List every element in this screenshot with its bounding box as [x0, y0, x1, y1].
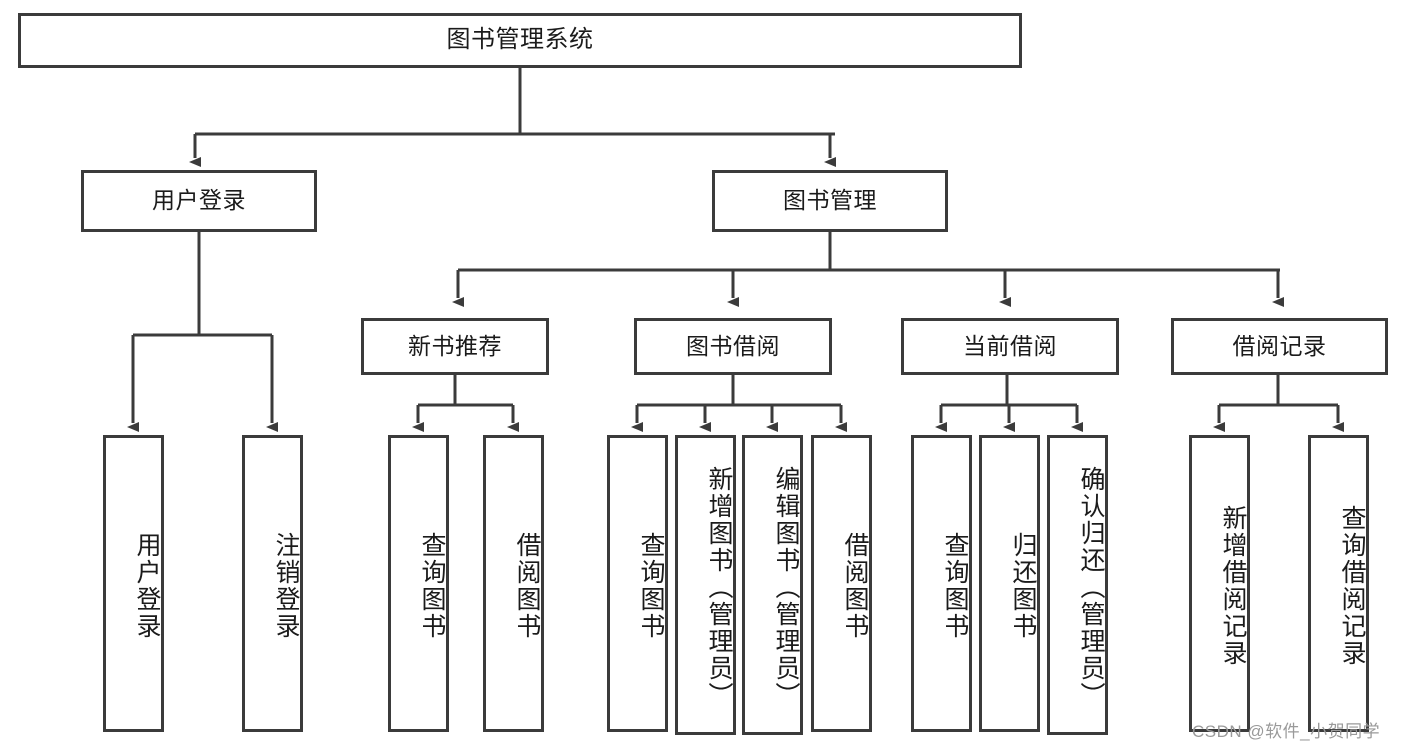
leaf-current-borrow-query[interactable]: 查询图书: [911, 435, 972, 732]
node-root-book-management-system[interactable]: 图书管理系统: [18, 13, 1022, 68]
leaf-book-borrow-add-admin[interactable]: 新增图书（管理员）: [675, 435, 736, 735]
node-user-login[interactable]: 用户登录: [81, 170, 317, 232]
node-label: 新书推荐: [408, 332, 502, 359]
leaf-user-login-logout[interactable]: 注销登录: [242, 435, 303, 732]
leaf-book-borrow-borrow[interactable]: 借阅图书: [811, 435, 872, 732]
leaf-current-borrow-return[interactable]: 归还图书: [979, 435, 1040, 732]
node-label: 图书借阅: [686, 332, 780, 359]
watermark-csdn: CSDN @软件_小贺同学: [1192, 722, 1381, 741]
node-label: 借阅图书: [841, 531, 869, 640]
node-label: 用户登录: [133, 531, 161, 640]
node-label: 编辑图书（管理员）: [772, 465, 800, 709]
node-label: 查询图书: [941, 531, 969, 640]
leaf-book-borrow-query[interactable]: 查询图书: [607, 435, 668, 732]
node-label: 图书管理系统: [446, 26, 594, 54]
leaf-user-login-login[interactable]: 用户登录: [103, 435, 164, 732]
node-label: 查询图书: [418, 531, 446, 640]
leaf-new-book-borrow[interactable]: 借阅图书: [483, 435, 544, 732]
leaf-book-borrow-edit-admin[interactable]: 编辑图书（管理员）: [742, 435, 803, 735]
node-label: 新增借阅记录: [1219, 504, 1247, 667]
node-label: 查询借阅记录: [1338, 504, 1366, 667]
node-current-borrow[interactable]: 当前借阅: [901, 318, 1119, 375]
node-label: 用户登录: [152, 187, 246, 214]
leaf-new-book-query[interactable]: 查询图书: [388, 435, 449, 732]
node-label: 确认归还（管理员）: [1077, 465, 1105, 709]
leaf-borrow-record-query[interactable]: 查询借阅记录: [1308, 435, 1369, 732]
node-label: 注销登录: [272, 531, 300, 640]
node-book-management[interactable]: 图书管理: [712, 170, 948, 232]
leaf-current-borrow-confirm-admin[interactable]: 确认归还（管理员）: [1047, 435, 1108, 735]
node-book-borrow[interactable]: 图书借阅: [634, 318, 832, 375]
node-label: 归还图书: [1009, 531, 1037, 640]
node-borrow-record[interactable]: 借阅记录: [1171, 318, 1388, 375]
node-label: 当前借阅: [963, 332, 1057, 359]
node-label: 图书管理: [783, 187, 877, 214]
node-label: 查询图书: [637, 531, 665, 640]
node-new-book-recommend[interactable]: 新书推荐: [361, 318, 549, 375]
leaf-borrow-record-add[interactable]: 新增借阅记录: [1189, 435, 1250, 732]
node-label: 借阅记录: [1232, 332, 1327, 359]
node-label: 借阅图书: [513, 531, 541, 640]
node-label: 新增图书（管理员）: [705, 465, 733, 709]
